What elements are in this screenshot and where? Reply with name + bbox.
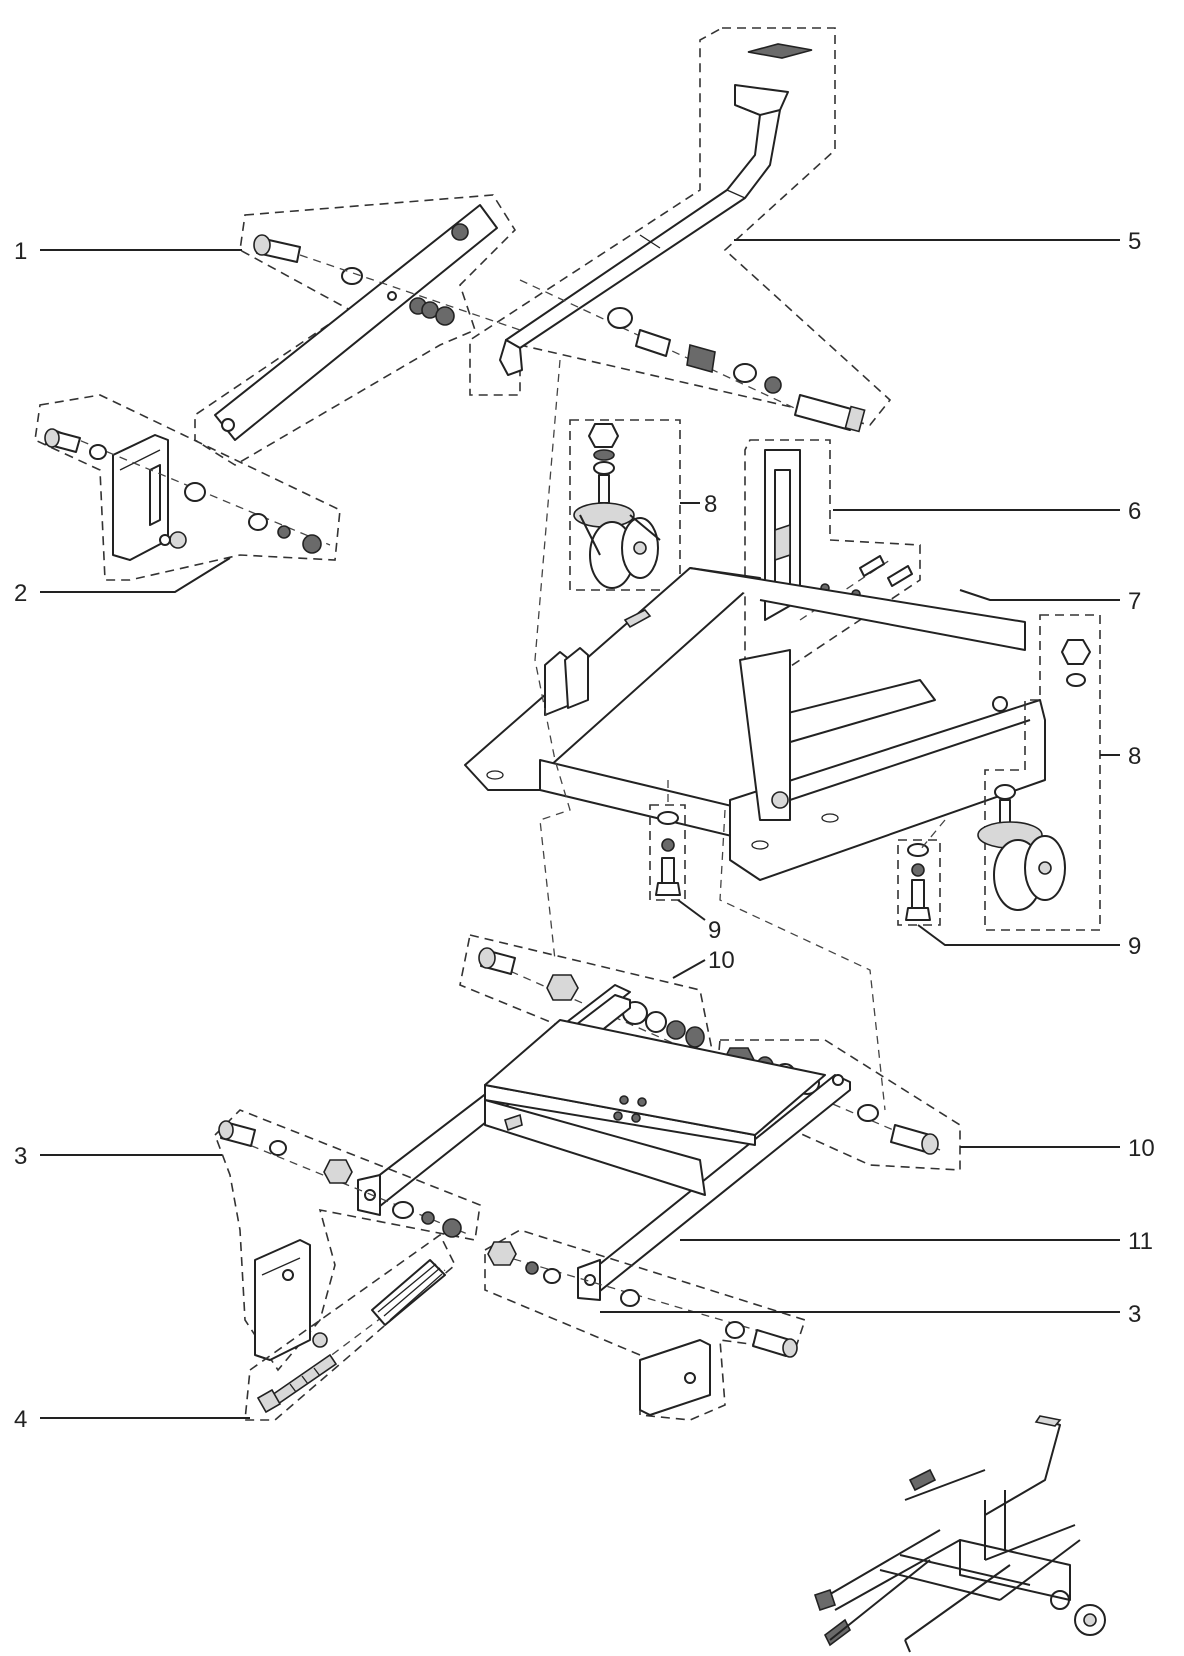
pedal-pivot-hardware [519, 279, 866, 433]
part-1-connecting-bar [194, 194, 521, 466]
callout-11: 11 [1128, 1228, 1153, 1255]
part-3-hinge-left [214, 1109, 481, 1372]
callout-4: 4 [14, 1406, 27, 1433]
part-6-frame-bracket [744, 439, 921, 681]
part-9-bolt-set-right [897, 839, 941, 926]
callout-8-right: 8 [1128, 743, 1141, 770]
callout-3-left: 3 [14, 1143, 27, 1170]
part-5-pedal-lever [469, 27, 892, 426]
callout-9-right: 9 [1128, 933, 1141, 960]
callout-9-center: 9 [708, 917, 721, 944]
callout-10-right: 10 [1128, 1135, 1155, 1162]
callout-6: 6 [1128, 498, 1141, 525]
callout-8-upper: 8 [704, 491, 717, 518]
callout-7: 7 [1128, 588, 1141, 615]
part-11-lift-frame [357, 984, 851, 1301]
callout-5: 5 [1128, 228, 1141, 255]
part-8-caster-right [977, 614, 1101, 931]
callout-3-right: 3 [1128, 1301, 1141, 1328]
part-4-spring-assembly [244, 1233, 456, 1421]
callout-1: 1 [14, 238, 27, 265]
assembly-axis-lines [534, 359, 946, 1111]
part-7-base-frame [464, 567, 1046, 881]
part-2-hinge-bracket [34, 394, 341, 581]
assembled-view-thumbnail [813, 1415, 1106, 1653]
callout-labels: 1 2 3 3 4 5 6 7 8 8 9 9 10 10 11 [14, 228, 1155, 1433]
part-3-hinge-right [484, 1229, 807, 1421]
callout-10-upper: 10 [708, 947, 735, 974]
callout-2: 2 [14, 580, 27, 607]
callout-leaders [40, 239, 1120, 1419]
part-9-bolt-set-center [649, 804, 686, 901]
part-8-caster-upper [569, 419, 681, 591]
